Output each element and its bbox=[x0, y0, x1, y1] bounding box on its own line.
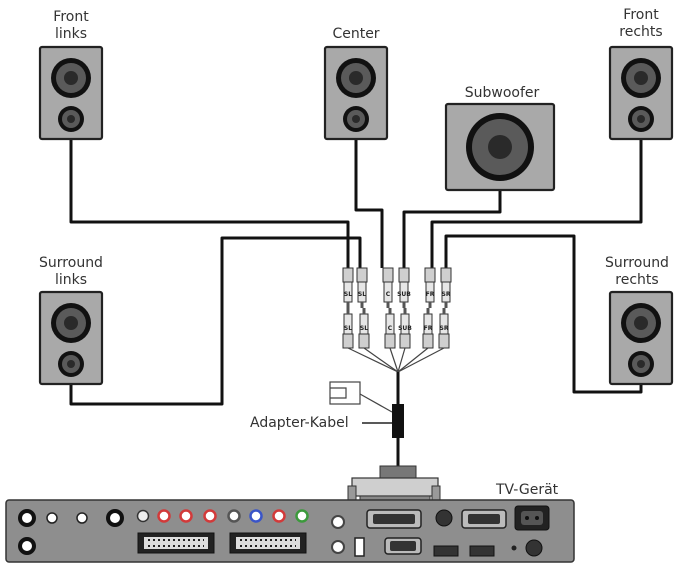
center-speaker bbox=[323, 45, 389, 141]
power-socket bbox=[514, 505, 550, 531]
upper-rca-plugs: SL SL C SUB FR SR bbox=[342, 267, 452, 309]
plug-lower-sl-1: SL bbox=[344, 325, 352, 332]
tv-back-panel bbox=[5, 499, 575, 563]
plug-upper-sub: SUB bbox=[397, 291, 411, 298]
hdmi-ports bbox=[433, 545, 495, 557]
front-right-speaker bbox=[608, 45, 674, 141]
scart-plug bbox=[347, 465, 441, 503]
surround-right-speaker bbox=[608, 290, 674, 386]
plug-upper-sl-2: SL bbox=[358, 291, 366, 298]
audio-port-2 bbox=[331, 540, 345, 554]
surround-left-cable bbox=[69, 236, 362, 406]
plug-lower-fr: FR bbox=[424, 325, 433, 332]
plug-lower-c: C bbox=[388, 325, 393, 332]
plug-lower-sub: SUB bbox=[398, 325, 412, 332]
front-right-label-line1: Front bbox=[623, 7, 659, 23]
subwoofer bbox=[444, 102, 556, 192]
scart-sockets bbox=[137, 532, 307, 554]
audio-port bbox=[331, 515, 345, 529]
plug-upper-fr: FR bbox=[426, 291, 435, 298]
coax-ports bbox=[18, 509, 124, 555]
plug-upper-sl-1: SL bbox=[344, 291, 352, 298]
front-left-label-line2: links bbox=[55, 26, 87, 42]
surround-left-label-line1: Surround bbox=[39, 255, 103, 271]
plug-lower-sr: SR bbox=[440, 325, 449, 332]
converging-cables bbox=[347, 347, 445, 373]
adapter-plug bbox=[392, 404, 404, 438]
subwoofer-cable bbox=[402, 190, 502, 268]
d-sub-ports bbox=[366, 509, 507, 555]
mini-din-port bbox=[525, 539, 543, 557]
plug-lower-sl-2: SL bbox=[360, 325, 368, 332]
plug-upper-c: C bbox=[386, 291, 391, 298]
rca-ports bbox=[136, 509, 309, 523]
front-right-cable bbox=[430, 137, 643, 268]
lower-rca-plugs: SL SL C SUB FR SR bbox=[342, 307, 450, 349]
subwoofer-label: Subwoofer bbox=[465, 85, 540, 101]
tv-label: TV-Gerät bbox=[495, 482, 559, 498]
surround-left-speaker bbox=[38, 290, 104, 386]
front-left-cable bbox=[69, 137, 350, 268]
center-cable bbox=[354, 137, 384, 268]
adapter-cable-label: Adapter-Kabel bbox=[250, 415, 349, 431]
front-right-label-line2: rechts bbox=[619, 24, 662, 40]
adapter-connector-icon bbox=[329, 381, 393, 413]
usb-port bbox=[354, 537, 365, 557]
small-jack bbox=[511, 545, 517, 551]
plug-upper-sr: SR bbox=[442, 291, 451, 298]
surround-right-label-line2: rechts bbox=[615, 272, 658, 288]
center-label: Center bbox=[332, 26, 379, 42]
front-left-label-line1: Front bbox=[53, 9, 89, 25]
surround-right-label-line1: Surround bbox=[605, 255, 669, 271]
surround-left-label-line2: links bbox=[55, 272, 87, 288]
surround-right-cable bbox=[444, 234, 643, 394]
front-left-speaker bbox=[38, 45, 104, 141]
